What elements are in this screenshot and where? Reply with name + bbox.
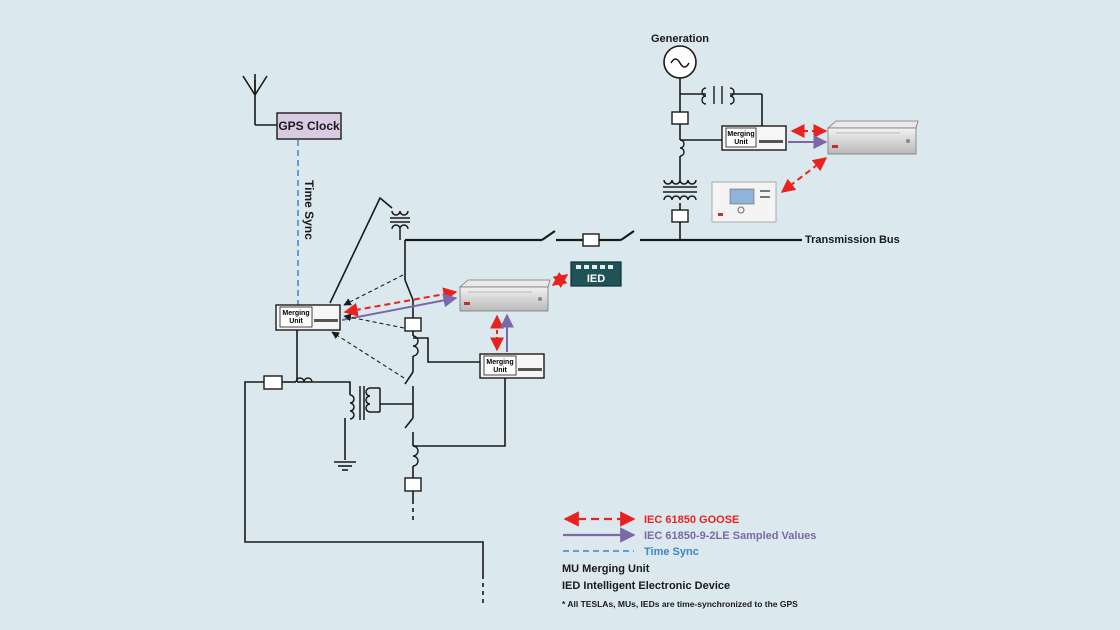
relay-rack-top-icon	[826, 120, 919, 155]
ied-label: IED	[587, 273, 605, 285]
time-sync-label: Time Sync	[302, 180, 316, 240]
generation-label: Generation	[651, 33, 709, 45]
control-arrows	[331, 274, 405, 379]
grounding-transformer-icon	[349, 386, 381, 420]
protection-relay-icon	[711, 181, 777, 223]
mu-label-line2: Unit	[493, 367, 507, 374]
merging-unit-generation: Merging Unit	[721, 125, 787, 151]
legend-goose-label: IEC 61850 GOOSE	[644, 514, 739, 526]
ied-box: IED	[570, 261, 622, 287]
legend-note: * All TESLAs, MUs, IEDs are time-synchro…	[562, 599, 798, 609]
bus-vt-icon	[390, 210, 410, 240]
goose-arrow-mu-rack	[343, 287, 458, 317]
goose-arrow-rack-relay	[780, 157, 828, 193]
relay-rack-middle-icon	[458, 279, 551, 312]
antenna-icon	[242, 74, 278, 126]
generator-ct2-icon	[679, 139, 685, 157]
generator-icon	[663, 45, 697, 79]
transmission-bus	[405, 230, 802, 242]
legend-time-sync-label: Time Sync	[644, 546, 699, 558]
mu-label-line1: Merging	[727, 131, 754, 138]
legend: IEC 61850 GOOSE IEC 61850-9-2LE Sampled …	[562, 511, 816, 609]
goose-arrow-rack-ied	[551, 271, 569, 289]
transmission-bus-label: Transmission Bus	[805, 234, 900, 246]
gps-clock-label: GPS Clock	[278, 119, 340, 133]
feeder-ct-icons	[295, 335, 419, 467]
merging-unit-left: Merging Unit	[275, 304, 341, 331]
sv-arrow-mu-rack	[341, 293, 458, 321]
gps-clock-box: GPS Clock	[276, 112, 342, 140]
merging-unit-middle: Merging Unit	[479, 353, 545, 379]
bus-tie-breaker	[582, 233, 600, 247]
feeder-breaker-2	[404, 477, 422, 492]
mu-label-line1: Merging	[282, 310, 309, 317]
feeder-wiring	[244, 196, 506, 604]
generation-wiring	[679, 78, 763, 240]
step-up-transformer-icon	[663, 179, 697, 201]
hv-breaker	[671, 209, 689, 223]
mu-label-line2: Unit	[289, 318, 303, 325]
feeder-breaker-1	[404, 317, 422, 332]
feeder-breaker-3	[263, 375, 283, 390]
legend-ied-label: IED Intelligent Electronic Device	[562, 580, 730, 592]
legend-mu-label: MU Merging Unit	[562, 563, 650, 575]
mu-label-line1: Merging	[486, 359, 513, 366]
generator-ct-icon	[701, 86, 735, 105]
legend-sv-label: IEC 61850-9-2LE Sampled Values	[644, 530, 816, 542]
generator-breaker	[671, 111, 689, 125]
mu-label-line2: Unit	[734, 139, 748, 146]
